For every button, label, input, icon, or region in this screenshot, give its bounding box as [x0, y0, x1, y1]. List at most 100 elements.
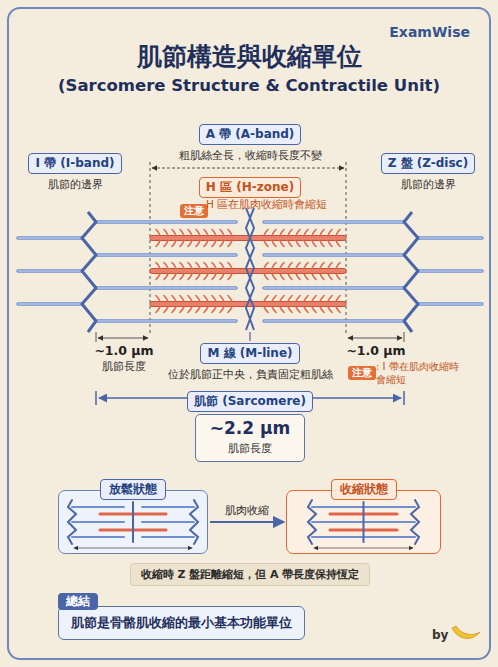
myosin-head — [220, 230, 224, 236]
myosin-head — [180, 263, 184, 269]
length-box: ~2.2 μm 肌節長度 — [195, 414, 306, 462]
myosin-head — [172, 263, 176, 269]
myosin-head — [188, 230, 192, 236]
contracted-mini-sarcomere — [308, 500, 419, 548]
myosin-head — [228, 296, 232, 302]
myosin-head — [212, 263, 216, 269]
myosin-head — [272, 307, 276, 313]
contracted-mini-sarcomere — [314, 548, 413, 549]
myosin-head — [188, 263, 192, 269]
myosin-head — [336, 230, 340, 236]
myosin-head — [336, 296, 340, 302]
node-text: 總結 — [58, 593, 98, 610]
dimension-lines — [98, 338, 148, 339]
myosin-head — [272, 241, 276, 247]
myosin-head — [156, 230, 160, 236]
note-tag: 注意 — [348, 361, 376, 380]
myosin-head — [228, 307, 232, 313]
node-text: 位於肌節正中央，負責固定粗肌絲 — [168, 367, 333, 382]
node-text: 收縮狀態 — [331, 479, 397, 500]
myosin-head — [312, 263, 316, 269]
myosin-head — [320, 230, 324, 236]
note-text: : I 帶在肌肉收縮時會縮短 — [376, 360, 466, 386]
myosin-head — [164, 230, 168, 236]
myosin-head — [304, 241, 308, 247]
myosin-head — [312, 296, 316, 302]
a-band-bracket — [346, 162, 347, 334]
myosin-head — [196, 307, 200, 313]
sarcomere-label: 肌節 (Sarcomere) — [187, 390, 313, 412]
myosin-head — [164, 296, 168, 302]
myosin-head — [164, 274, 168, 280]
myosin-head — [172, 296, 176, 302]
myosin-head — [264, 274, 268, 280]
myosin-head — [180, 307, 184, 313]
note-tag: 注意 — [180, 199, 208, 218]
node-text: 注意 — [348, 366, 376, 380]
title: 肌節構造與收縮單位 — [137, 40, 362, 73]
node-text: A 帶 (A-band) — [199, 124, 302, 145]
myosin-head — [212, 296, 216, 302]
z-disc — [82, 212, 418, 332]
node-text: 注意 — [180, 204, 208, 218]
myosin-head — [288, 307, 292, 313]
myosin-head — [288, 296, 292, 302]
thin-filaments — [18, 238, 82, 304]
z-disc-label: Z 盤 (Z-disc)肌節的邊界 — [381, 152, 475, 192]
myosin-head — [328, 241, 332, 247]
myosin-head — [320, 263, 324, 269]
node-text: 放鬆狀態 — [100, 479, 166, 500]
myosin-head — [220, 296, 224, 302]
dimension-lines — [95, 391, 97, 405]
subtitle: (Sarcomere Structure & Contractile Unit) — [58, 76, 440, 95]
node-text: 肌節長度 — [210, 441, 291, 456]
myosin-head — [304, 296, 308, 302]
contracted-mini-sarcomere — [411, 500, 419, 544]
myosin-head — [156, 307, 160, 313]
myosin-head — [304, 274, 308, 280]
myosin-head — [172, 307, 176, 313]
relaxed-mini-sarcomere — [74, 548, 192, 549]
note-text: H 區在肌肉收縮時會縮短 — [206, 198, 327, 212]
myosin-head — [296, 307, 300, 313]
m-line — [246, 208, 254, 341]
a-band-bracket — [152, 168, 344, 169]
node-text: I 帶 (I-band) — [28, 153, 121, 174]
dimension-caption: 肌節長度 — [102, 360, 146, 374]
myosin-head — [204, 241, 208, 247]
myosin-head — [264, 241, 268, 247]
connector-arrow — [210, 521, 284, 523]
myosin-head — [172, 241, 176, 247]
myosin-head — [212, 274, 216, 280]
myosin-head — [196, 296, 200, 302]
myosin-head — [212, 307, 216, 313]
myosin-head — [220, 307, 224, 313]
contracted-mini-sarcomere — [308, 500, 316, 544]
myosin-head — [172, 274, 176, 280]
myosin-head — [280, 307, 284, 313]
node-text: 肌節是骨骼肌收縮的最小基本功能單位 — [71, 615, 292, 632]
myosin-head — [296, 296, 300, 302]
myosin-head — [288, 274, 292, 280]
myosin-head — [172, 230, 176, 236]
myosin-head — [196, 241, 200, 247]
node-text: ~2.2 μm — [210, 418, 291, 438]
myosin-head — [156, 296, 160, 302]
node-text: H 區 (H-zone) — [199, 177, 301, 198]
dimension: ~1.0 μm — [94, 343, 153, 358]
m-line — [246, 208, 254, 330]
myosin-head — [280, 241, 284, 247]
myosin-head — [312, 274, 316, 280]
contracted-mini-sarcomere — [308, 500, 419, 544]
edge-label: 肌肉收縮 — [222, 503, 272, 518]
myosin-head — [272, 263, 276, 269]
myosin-head — [336, 263, 340, 269]
dimension-lines — [348, 338, 402, 339]
node-text: 粗肌絲全長，收縮時長度不變 — [179, 148, 322, 163]
i-band-label: I 帶 (I-band)肌節的邊界 — [28, 152, 121, 192]
myosin-head — [320, 296, 324, 302]
myosin-head — [196, 274, 200, 280]
relaxed-mini-sarcomere — [68, 500, 198, 544]
myosin-head — [164, 241, 168, 247]
myosin-head — [328, 230, 332, 236]
